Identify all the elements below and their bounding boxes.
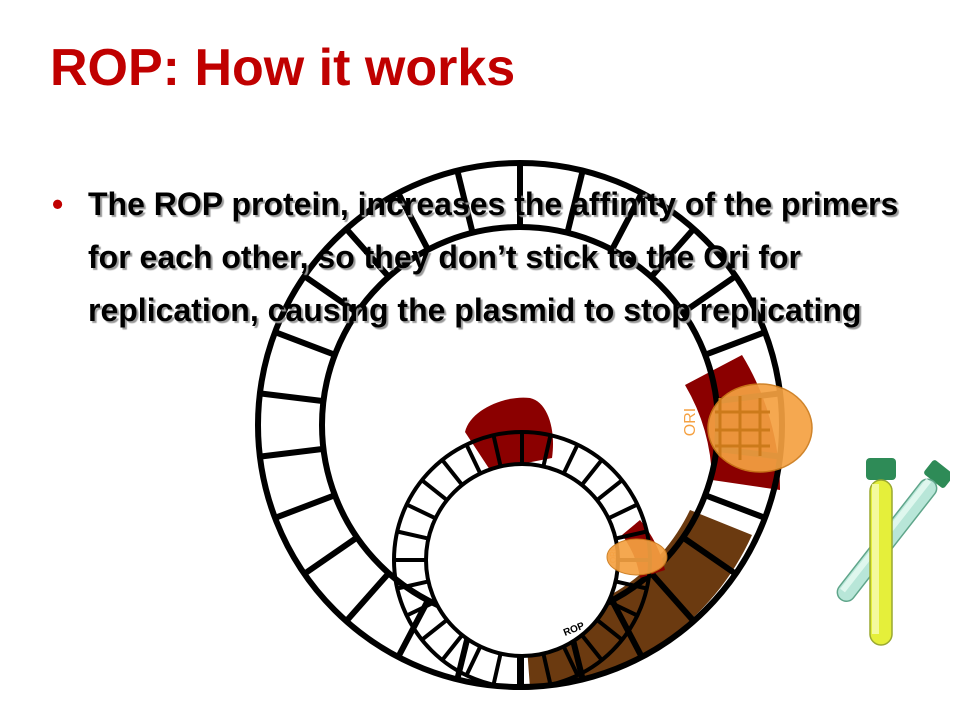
- small-plasmid-inner-ring: [424, 462, 620, 658]
- plasmid-rung: [704, 492, 767, 521]
- plasmid-rung: [609, 191, 645, 252]
- test-tubes-icon: [836, 458, 950, 646]
- large-plasmid-ori-label: ORI: [682, 408, 699, 436]
- test-tube-front: [866, 458, 896, 646]
- large-plasmid-brown-segment: [525, 510, 752, 688]
- large-plasmid-ori-bars: [715, 396, 770, 460]
- plasmid-rung: [649, 226, 696, 279]
- plasmid-rung: [607, 599, 639, 618]
- plasmid-rung: [541, 653, 553, 686]
- plasmid-rung: [607, 502, 639, 521]
- plasmid-rung: [395, 191, 431, 252]
- small-plasmid: ORI ROP: [392, 397, 668, 690]
- small-plasmid-ori-label: ORI: [609, 549, 618, 563]
- plasmid-rung: [344, 226, 391, 279]
- plasmid-rung: [595, 618, 624, 642]
- plasmid-rung: [405, 599, 437, 618]
- plasmid-rung: [681, 273, 738, 315]
- plasmid-rung: [396, 529, 429, 541]
- plasmid-rung: [561, 645, 580, 677]
- plasmid-rung: [580, 458, 604, 487]
- plasmid-rung: [464, 645, 483, 677]
- plasmid-rung: [273, 492, 336, 521]
- plasmid-rung: [580, 633, 604, 662]
- plasmid-rung: [595, 478, 624, 502]
- plasmid-rung: [491, 434, 503, 467]
- plasmid-rung: [302, 273, 359, 315]
- plasmid-rung: [541, 434, 553, 467]
- small-plasmid-ticks: [394, 432, 650, 688]
- plasmid-rung: [704, 329, 767, 358]
- plasmid-rung: [344, 571, 391, 624]
- slide-title: ROP: How it works: [50, 39, 516, 97]
- plasmid-rung: [405, 502, 437, 521]
- bullet-marker: •: [52, 186, 64, 222]
- small-plasmid-ori-region: [606, 538, 668, 576]
- large-plasmid-ticks: [259, 163, 781, 687]
- bullet-list: • The ROP protein, increases the affinit…: [52, 178, 932, 337]
- plasmid-rung: [561, 443, 580, 475]
- plasmid-rung: [615, 529, 648, 541]
- plasmid-rung: [396, 579, 429, 591]
- plasmid-rung: [302, 535, 359, 577]
- plasmid-rung: [454, 169, 476, 234]
- plasmid-rung: [491, 653, 503, 686]
- plasmid-rung: [564, 169, 586, 234]
- large-plasmid: ORI: [255, 160, 813, 690]
- plasmid-rung: [259, 445, 324, 460]
- plasmid-rung: [464, 443, 483, 475]
- plasmid-rung: [681, 535, 738, 577]
- plasmid-rung: [609, 598, 645, 659]
- plasmid-rung: [259, 390, 324, 405]
- plasmid-rung: [440, 458, 464, 487]
- bullet-text: The ROP protein, increases the affinity …: [88, 186, 899, 328]
- plasmid-rung: [649, 571, 696, 624]
- plasmid-rung: [273, 329, 336, 358]
- plasmid-rung: [420, 618, 449, 642]
- plasmid-rung: [420, 478, 449, 502]
- plasmid-rung: [615, 579, 648, 591]
- plasmid-rung: [440, 633, 464, 662]
